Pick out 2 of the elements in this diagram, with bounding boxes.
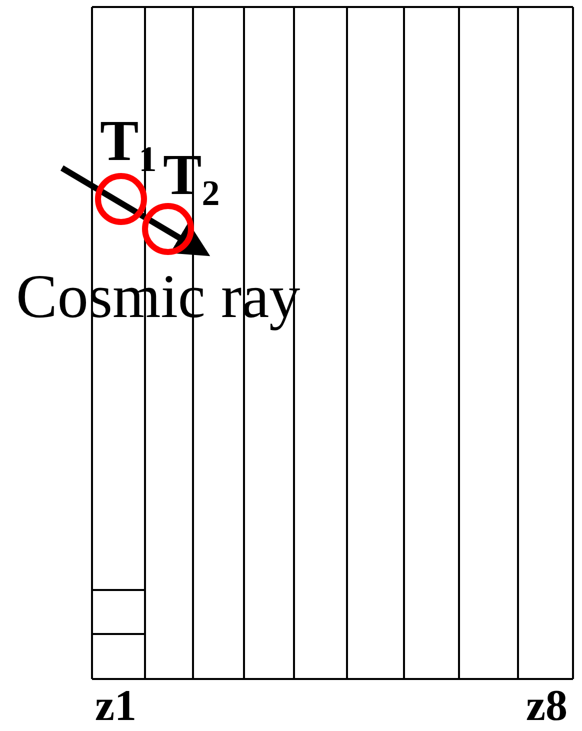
strip-label: z1 (95, 684, 137, 728)
strip-label: z8 (526, 684, 568, 728)
